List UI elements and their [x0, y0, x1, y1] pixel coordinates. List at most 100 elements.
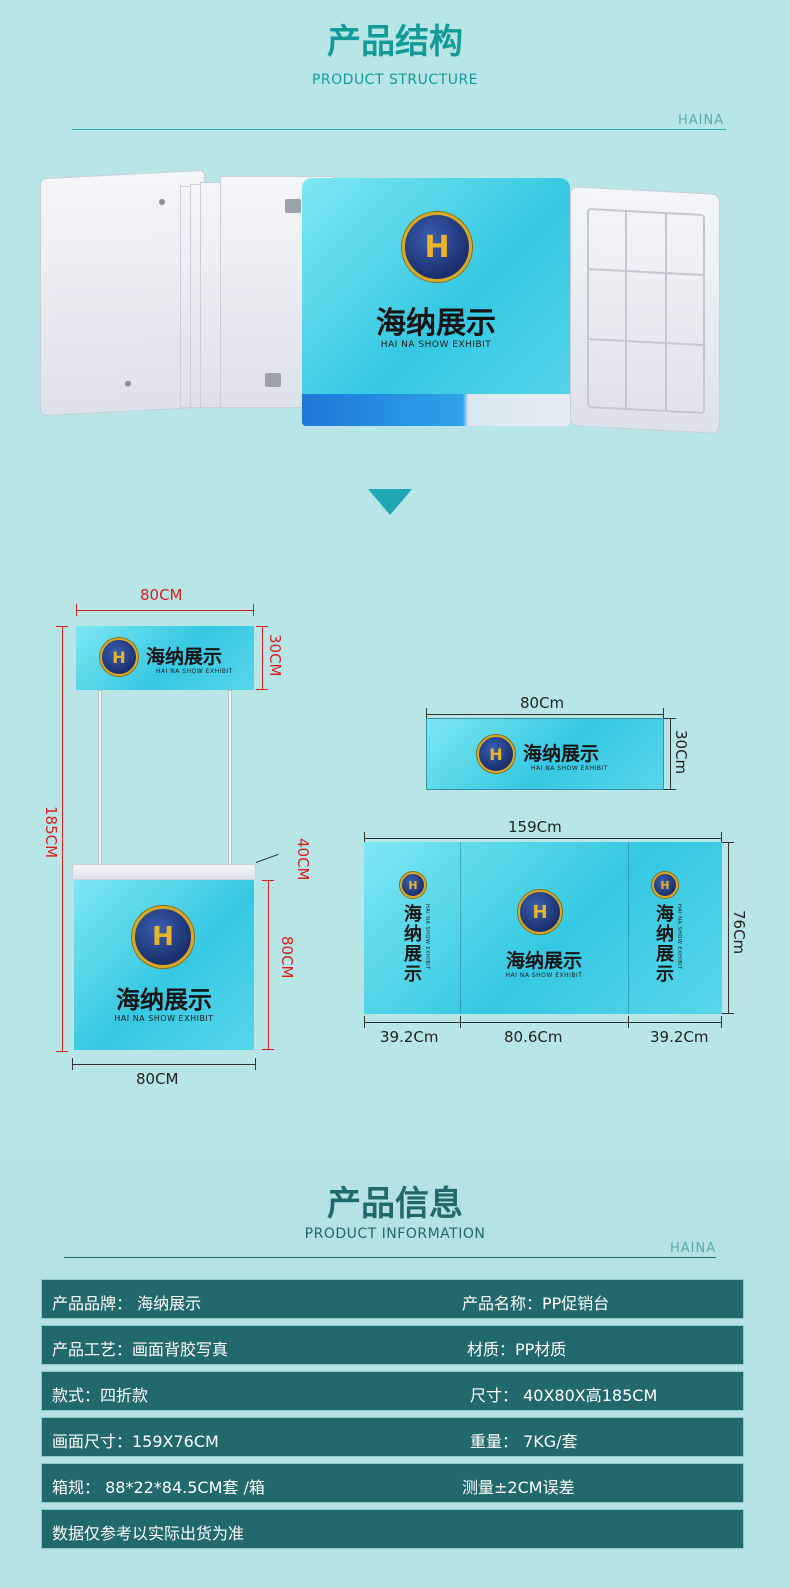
- brand-name-cn: 海纳展示: [523, 743, 600, 765]
- dim-tick: [722, 842, 734, 843]
- folded-panel: [200, 182, 222, 408]
- dim-wrap-width: 159Cm: [508, 818, 562, 836]
- fold-line: [628, 842, 629, 1014]
- brand-logo: H: [402, 212, 472, 282]
- dim-header-panel-height: 30Cm: [672, 730, 690, 775]
- rib: [665, 214, 667, 411]
- brand-name-en-vertical: HAI NA SHOW EXHIBIT: [424, 904, 430, 970]
- header-panel-flat: H 海纳展示 HAI NA SHOW EXHIBIT: [426, 718, 664, 790]
- brand-name-en: HAI NA SHOW EXHIBIT: [531, 765, 608, 772]
- info-cell-left: 款式：四折款: [52, 1386, 149, 1405]
- dim-seg-right: 39.2Cm: [650, 1028, 709, 1046]
- brand-name-en: HAI NA SHOW EXHIBIT: [505, 972, 583, 979]
- info-tag: HAINA: [670, 1241, 717, 1256]
- panel-base-stripe: [302, 394, 570, 426]
- dim-width-top: 80CM: [140, 586, 183, 604]
- printed-front-panel: H 海纳展示 HAI NA SHOW EXHIBIT: [302, 178, 570, 426]
- brand-logo: H: [518, 890, 562, 934]
- info-cell-left: 产品品牌： 海纳展示: [52, 1294, 202, 1313]
- fold-line: [460, 842, 461, 1014]
- dim-tick: [262, 1049, 274, 1050]
- dim-tick: [255, 1058, 256, 1070]
- dimension-diagram: 80CM H 海纳展示 HAI NA SHOW EXHIBIT 30CM 185…: [0, 580, 790, 1100]
- dim-tick: [364, 1016, 365, 1028]
- dim-width-bottom: 80CM: [136, 1070, 179, 1088]
- dim-line: [364, 1022, 722, 1023]
- dim-wrap-height: 76Cm: [730, 910, 748, 955]
- dim-tick: [664, 718, 676, 719]
- rib: [625, 211, 627, 409]
- info-row: 产品工艺：画面背胶写真 材质：PP材质: [41, 1325, 744, 1365]
- dim-tick: [56, 1051, 68, 1052]
- dim-tick: [628, 1016, 629, 1028]
- info-cell-left: 数据仅参考以实际出货为准: [52, 1524, 245, 1543]
- structure-title: 产品结构: [327, 22, 463, 62]
- dim-tick: [721, 1016, 722, 1028]
- brand-logo-mark: H: [424, 229, 450, 265]
- dim-line: [72, 1064, 256, 1065]
- product-photo: H 海纳展示 HAI NA SHOW EXHIBIT: [40, 168, 740, 440]
- brand-logo-mark: H: [489, 744, 503, 764]
- dim-line: [364, 838, 722, 839]
- brand-name-cn-vertical: 海纳展示: [653, 904, 674, 984]
- wrap-panel-flat: H 海纳展示 HAI NA SHOW EXHIBIT H 海纳展示 HAI NA…: [364, 842, 722, 1014]
- dim-tick: [256, 689, 268, 690]
- dim-tick: [721, 832, 722, 844]
- structure-divider: [72, 129, 726, 130]
- info-row: 画面尺寸：159X76CM 重量： 7KG/套: [41, 1417, 744, 1457]
- brand-logo: H: [132, 906, 194, 968]
- side-panel-right: [570, 186, 720, 434]
- dim-tick: [426, 708, 427, 720]
- dim-tick: [364, 832, 365, 844]
- info-cell-right: 材质：PP材质: [467, 1340, 567, 1359]
- depth-line: [255, 853, 279, 863]
- dim-tick: [664, 789, 676, 790]
- dim-total-height: 185CM: [42, 806, 60, 859]
- info-cell-right: 测量±2CM误差: [462, 1478, 575, 1497]
- dim-depth: 40CM: [294, 838, 312, 881]
- brand-name-en: HAI NA SHOW EXHIBIT: [156, 668, 233, 675]
- dim-tick: [56, 626, 68, 627]
- brand-logo-mark: H: [408, 878, 418, 892]
- pole: [98, 690, 102, 868]
- info-cell-right: 产品名称：PP促销台: [462, 1294, 610, 1313]
- rib-frame: [587, 207, 705, 415]
- dim-tick: [663, 708, 664, 720]
- dim-line: [426, 714, 664, 715]
- brand-logo: H: [652, 872, 678, 898]
- info-divider: [64, 1257, 716, 1258]
- brand-name-cn: 海纳展示: [146, 646, 223, 668]
- info-cell-right: 尺寸： 40X80X高185CM: [470, 1386, 658, 1405]
- bracket: [285, 199, 301, 213]
- brand-name-cn: 海纳展示: [376, 306, 496, 341]
- info-cell-right: 重量： 7KG/套: [470, 1432, 578, 1451]
- dim-tick: [722, 1013, 734, 1014]
- screw-hole: [159, 198, 165, 206]
- dim-tick: [460, 1016, 461, 1028]
- dim-tick: [76, 604, 77, 616]
- dim-counter-height: 80CM: [278, 936, 296, 979]
- dim-tick: [262, 880, 274, 881]
- dim-line: [76, 610, 254, 611]
- dim-line: [670, 718, 671, 790]
- brand-logo-mark: H: [152, 922, 174, 952]
- down-arrow-icon: [368, 489, 412, 515]
- dim-seg-left: 39.2Cm: [380, 1028, 439, 1046]
- brand-logo: H: [400, 872, 426, 898]
- dim-tick: [72, 1058, 73, 1070]
- dim-line: [728, 842, 729, 1014]
- brand-name-cn: 海纳展示: [505, 950, 582, 972]
- bracket: [265, 373, 281, 387]
- dim-seg-mid: 80.6Cm: [504, 1028, 563, 1046]
- brand-name-en: HAI NA SHOW EXHIBIT: [380, 340, 492, 350]
- brand-logo: H: [100, 638, 138, 676]
- dim-tick: [256, 626, 268, 627]
- header-sign: H 海纳展示 HAI NA SHOW EXHIBIT: [76, 626, 254, 690]
- dim-header-panel-width: 80Cm: [520, 694, 565, 712]
- info-title: 产品信息: [327, 1184, 463, 1224]
- screw-hole: [125, 380, 131, 387]
- pole: [228, 690, 232, 868]
- structure-subtitle: PRODUCT STRUCTURE: [311, 72, 479, 88]
- info-cell-left: 箱规： 88*22*84.5CM套 /箱: [52, 1478, 265, 1497]
- dim-header-height: 30CM: [266, 634, 284, 677]
